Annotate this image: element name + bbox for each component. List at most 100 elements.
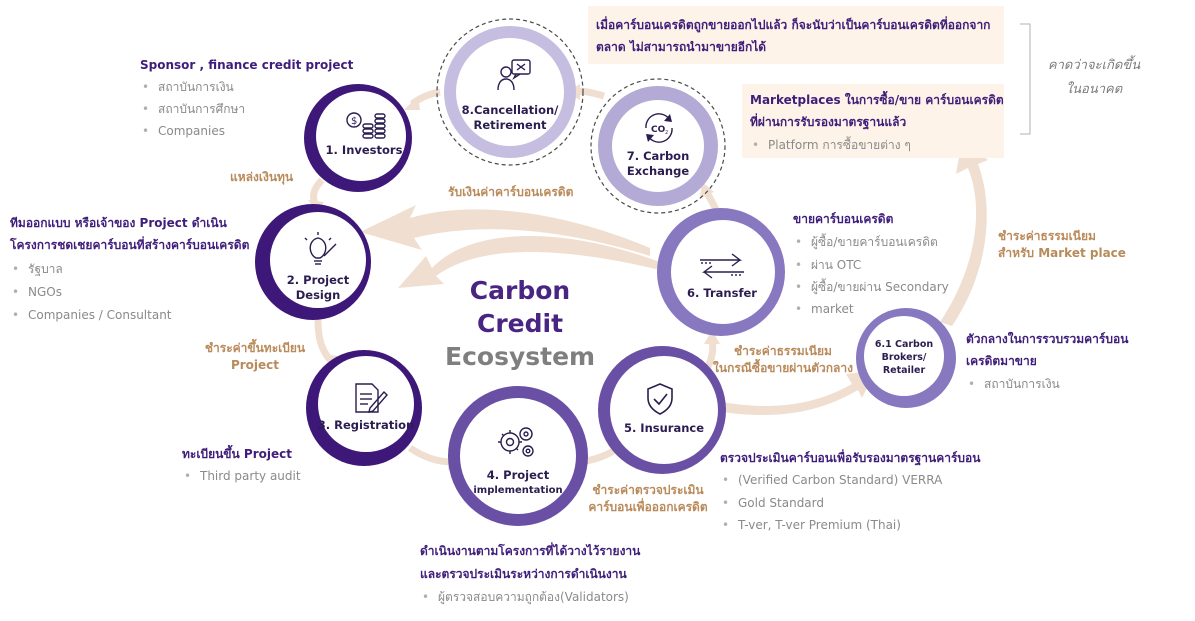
arrow-design-registration: [314, 319, 333, 363]
center-title-line1: Carbon: [469, 276, 571, 305]
flow-broker-fee-line1: ชำระค่าธรรมเนียม: [734, 344, 832, 358]
arrow-transfer-exchange-head: [700, 182, 714, 198]
svg-text:2: 2: [665, 130, 668, 136]
investors-info-item: สถาบันการเงิน: [142, 76, 234, 98]
flow-market-fee-line2: สำหรับ Market place: [998, 246, 1126, 260]
insurance-info-item: (Verified Carbon Standard) VERRA: [722, 469, 942, 491]
design-info-item: รัฐบาล: [12, 258, 63, 280]
flow-receive-payment-label: รับเงินค่าคาร์บอนเครดิต: [448, 185, 574, 199]
center-title: Carbon Credit Ecosystem: [445, 274, 595, 373]
cancellation-note-box: [588, 6, 1004, 64]
design-label-line1: 2. Project: [286, 273, 350, 287]
marketplace-info-title-line2: ที่ผ่านการรับรองมาตรฐานแล้ว: [750, 115, 907, 129]
marketplace-info-item: Platform การซื้อขายต่าง ๆ: [752, 134, 911, 156]
insurance-label: 5. Insurance: [623, 421, 705, 435]
transfer-info-item-line1: ผู้ซื้อ/ขายผ่าน Secondary: [795, 276, 949, 298]
cancellation-label-line1: 8.Cancellation/: [461, 103, 559, 117]
implementation-node-inner: [460, 398, 576, 514]
arrow-cancellation-investors-head: [404, 96, 420, 110]
registration-label: 3. Registration: [317, 418, 415, 432]
flow-market-fee-label: ชำระค่าธรรมเนียม สำหรับ Market place: [998, 228, 1126, 262]
flow-market-fee-line1: ชำระค่าธรรมเนียม: [998, 229, 1096, 243]
marketplace-info-title-line1: Marketplaces ในการซื้อ/ขาย คาร์บอนเครดิต: [750, 93, 1004, 107]
transfer-info-item-line2: ผ่าน OTC: [795, 254, 861, 276]
registration-info-item: Third party audit: [184, 465, 301, 487]
exchange-node-dashed: [590, 78, 726, 214]
insurance-info-title: ตรวจประเมินคาร์บอนเพื่อรับรองมาตรฐานคาร์…: [720, 451, 981, 465]
cancellation-label: 8.Cancellation/ Retirement: [454, 103, 566, 133]
center-title-line3: Ecosystem: [445, 342, 596, 371]
brokers-label-line2: Brokers/: [881, 352, 927, 363]
cancellation-label-line2: Retirement: [473, 118, 547, 132]
insurance-node-inner: [610, 356, 718, 464]
exchange-node-inner: [612, 100, 704, 192]
transfer-info-item-line2: market: [795, 298, 853, 320]
implementation-info-title-line1: ดำเนินงานตามโครงการที่ได้วางไว้รายงาน: [420, 544, 641, 558]
design-info-title-line1: ทีมออกแบบ หรือเจ้าของ Project ดำเนิน: [10, 216, 227, 230]
insurance-info-item: Gold Standard: [722, 492, 824, 514]
brokers-label-line1: 6.1 Carbon: [874, 339, 934, 350]
person-x-icon: [497, 59, 531, 91]
brokers-label: 6.1 Carbon Brokers/ Retailer: [866, 338, 942, 377]
design-info-item: NGOs: [12, 281, 62, 303]
brokers-info-item: สถาบันการเงิน: [968, 373, 1060, 395]
investors-info-item: Companies: [142, 120, 225, 142]
implementation-label: 4. Project implementation: [462, 468, 574, 498]
flow-audit-fee-line1: ชำระค่าตรวจประเมิน: [592, 483, 704, 497]
document-pen-icon: [355, 383, 388, 413]
coins-icon: $: [346, 112, 386, 139]
implementation-label-line2: implementation: [473, 485, 563, 496]
flow-audit-fee-line2: คาร์บอนเพื่อออกเครดิต: [588, 500, 708, 514]
cancellation-node-inner: [456, 38, 564, 146]
svg-text:CO: CO: [651, 125, 666, 135]
cancellation-info-line2: ตลาด ไม่สามารถนำมาขายอีกได้: [596, 40, 767, 54]
future-bracket: [1020, 23, 1031, 135]
brokers-node-inner: [864, 316, 944, 396]
return-arrow-upper: [360, 205, 650, 256]
arrow-registration-implementation: [408, 445, 453, 466]
flow-registration-fee-line1: ชำระค่าขึ้นทะเบียน: [204, 341, 306, 355]
future-note: คาดว่าจะเกิดขึ้น ในอนาคต: [1042, 54, 1146, 102]
implementation-info-title-line2: และตรวจประเมินระหว่างการดำเนินงาน: [420, 567, 627, 581]
investors-node-inner: [316, 91, 406, 181]
design-label: 2. Project Design: [268, 273, 368, 303]
transfer-arrows-icon: [700, 253, 744, 279]
implementation-label-line1: 4. Project: [486, 468, 550, 482]
arrow-insurance-transfer-head: [704, 330, 720, 344]
flow-broker-fee-line2: ในกรณีซื้อขายผ่านตัวกลาง: [713, 361, 853, 375]
transfer-info-title: ขายคาร์บอนเครดิต: [793, 212, 894, 226]
exchange-label-line1: 7. Carbon: [626, 149, 690, 163]
transfer-label: 6. Transfer: [687, 286, 757, 300]
brokers-info-title-line2: เครดิตมาขาย: [966, 354, 1037, 368]
transfer-info-item-line1: ผู้ซื้อ/ขายคาร์บอนเครดิต: [795, 231, 938, 253]
gears-icon: [498, 427, 534, 457]
svg-text:$: $: [351, 116, 357, 127]
future-note-line1: คาดว่าจะเกิดขึ้น: [1047, 58, 1141, 73]
design-info-item: Companies / Consultant: [12, 304, 171, 326]
cancellation-info-line1: เมื่อคาร์บอนเครดิตถูกขายออกไปแล้ว ก็จะนั…: [596, 18, 991, 32]
brokers-info-title-line1: ตัวกลางในการรวบรวมคาร์บอน: [966, 332, 1129, 346]
lightbulb-icon: [304, 232, 337, 265]
shield-check-icon: [647, 383, 673, 415]
flow-registration-fee-line2: Project: [230, 358, 280, 372]
investors-info-title: Sponsor , finance credit project: [140, 58, 354, 72]
design-node-inner: [270, 212, 366, 308]
brokers-label-line3: Retailer: [882, 365, 926, 376]
flow-audit-fee-label: ชำระค่าตรวจประเมิน คาร์บอนเพื่อออกเครดิต: [586, 482, 710, 516]
design-info-title-line2: โครงการชดเชยคาร์บอนที่สร้างคาร์บอนเครดิต: [10, 238, 250, 252]
investors-info-item: สถาบันการศึกษา: [142, 98, 245, 120]
implementation-info-item: ผู้ตรวจสอบความถูกต้อง(Validators): [422, 586, 629, 608]
arrow-brokers-marketplace: [940, 140, 988, 326]
flow-broker-fee-label: ชำระค่าธรรมเนียม ในกรณีซื้อขายผ่านตัวกลา…: [708, 343, 858, 377]
co2-cycle-icon: CO 2: [645, 113, 673, 143]
registration-info-title: ทะเบียนขึ้น Project: [182, 447, 292, 461]
flow-funding-label: แหล่งเงินทุน: [230, 170, 294, 184]
exchange-label: 7. Carbon Exchange: [612, 149, 704, 179]
cancellation-node-dashed: [436, 18, 584, 166]
center-title-line2: Credit: [476, 309, 564, 338]
future-note-line2: ในอนาคต: [1065, 82, 1123, 97]
insurance-info-item: T-ver, T-ver Premium (Thai): [722, 514, 901, 536]
design-label-line2: Design: [295, 288, 341, 302]
